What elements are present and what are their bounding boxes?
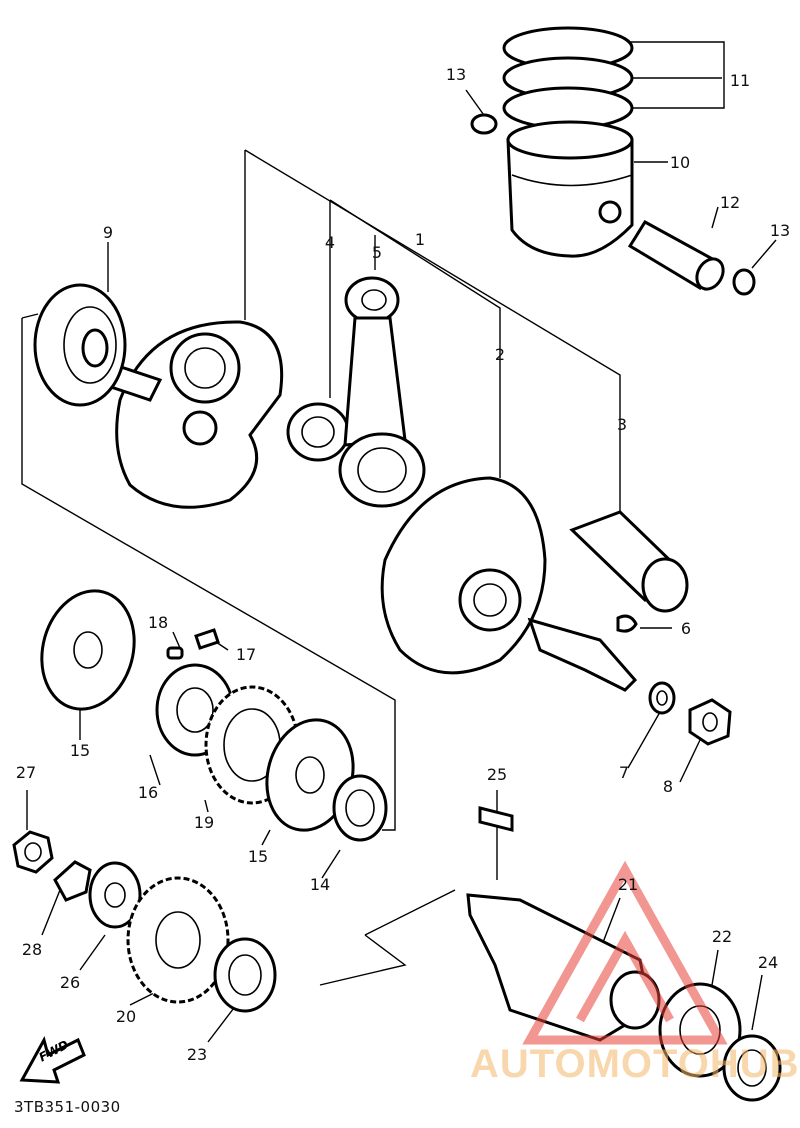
callout-c9: 9 xyxy=(103,223,113,242)
callout-c13a: 13 xyxy=(446,65,466,84)
callout-c5: 5 xyxy=(372,243,382,262)
oil-seal xyxy=(722,1034,782,1102)
piston-pin-clip-left xyxy=(470,113,498,135)
callout-c28: 28 xyxy=(22,940,42,959)
balancer-bearing-left xyxy=(213,937,277,1013)
leader-lines xyxy=(21,41,777,1043)
callout-c8: 8 xyxy=(663,777,673,796)
watermark-text: AUTOMOTOHUB xyxy=(470,1042,800,1086)
connecting-rod xyxy=(338,276,426,508)
spring xyxy=(194,628,220,650)
balancer-driven-gear xyxy=(126,876,230,1004)
crank-nut xyxy=(688,698,732,746)
thrust-washer xyxy=(332,774,388,842)
callout-c17: 17 xyxy=(236,645,256,664)
callout-c3: 3 xyxy=(617,415,627,434)
crank-pin xyxy=(569,510,689,613)
balancer-nut xyxy=(12,830,54,874)
callout-c15a: 15 xyxy=(70,741,90,760)
piston-pin-clip-right xyxy=(732,268,756,296)
balancer-shaft xyxy=(466,893,661,1042)
callout-c12: 12 xyxy=(720,193,740,212)
callout-c18: 18 xyxy=(148,613,168,632)
drawing-code: 3TB351-0030 xyxy=(14,1098,121,1116)
callout-c13b: 13 xyxy=(770,221,790,240)
callout-c7: 7 xyxy=(619,763,629,782)
crank-right-half xyxy=(380,476,638,692)
needle-bearing xyxy=(286,402,350,462)
callout-c4: 4 xyxy=(325,233,335,252)
callout-labels: 1234567891011121313141515161718192021222… xyxy=(16,65,790,1064)
callout-c27: 27 xyxy=(16,763,36,782)
lock-washer xyxy=(53,860,92,902)
callout-c22: 22 xyxy=(712,927,732,946)
callout-c15b: 15 xyxy=(248,847,268,866)
plate-left xyxy=(40,589,136,711)
washer xyxy=(648,681,676,715)
balancer-washer xyxy=(88,861,142,929)
callout-c26: 26 xyxy=(60,973,80,992)
woodruff-key xyxy=(616,614,638,633)
piston xyxy=(506,120,634,258)
callout-c16: 16 xyxy=(138,783,158,802)
callout-c25: 25 xyxy=(487,765,507,784)
balancer-key xyxy=(478,806,514,832)
callout-c21: 21 xyxy=(618,875,638,894)
watermark-logo xyxy=(522,860,728,1045)
piston-rings xyxy=(502,26,634,130)
callout-c24: 24 xyxy=(758,953,778,972)
callout-c2: 2 xyxy=(495,345,505,364)
forward-arrow-icon xyxy=(19,1036,86,1084)
callout-c6: 6 xyxy=(681,619,691,638)
callout-c1: 1 xyxy=(415,230,425,249)
crank-bearing-left xyxy=(33,283,127,407)
piston-pin xyxy=(627,220,725,291)
callout-c20: 20 xyxy=(116,1007,136,1026)
callout-c23: 23 xyxy=(187,1045,207,1064)
dowel-pin xyxy=(166,646,184,660)
callout-c11: 11 xyxy=(730,71,750,90)
callout-c19: 19 xyxy=(194,813,214,832)
callout-c14: 14 xyxy=(310,875,330,894)
callout-c10: 10 xyxy=(670,153,690,172)
